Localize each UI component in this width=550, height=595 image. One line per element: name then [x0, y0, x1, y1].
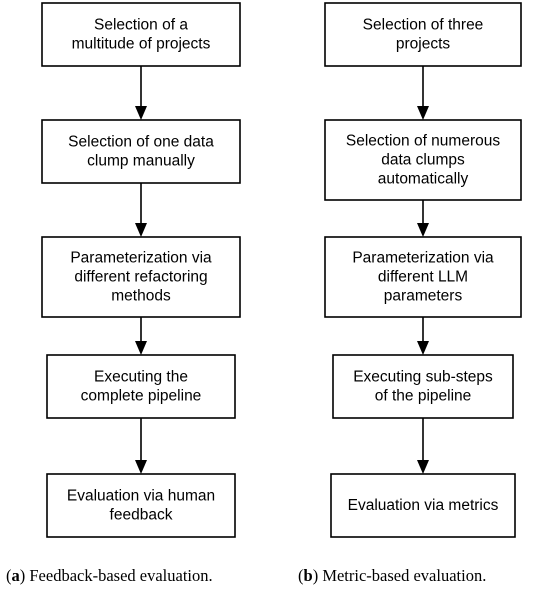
- flow-b-step-2-box: Selection of numerous data clumps automati…: [324, 119, 522, 201]
- step-box-border: [41, 2, 241, 67]
- step-box-border: [332, 354, 514, 419]
- arrow-head: [417, 460, 429, 474]
- step-text-line: Selection of numerous: [346, 133, 500, 150]
- caption-b-text: Metric-based evaluation.: [322, 566, 487, 585]
- step-box-border: [46, 354, 236, 419]
- step-text-line: feedback: [110, 507, 173, 524]
- step-text-line: different refactoring: [74, 269, 207, 286]
- caption-a-text: Feedback-based evaluation.: [29, 566, 213, 585]
- step-text-line: Parameterization via: [70, 250, 212, 267]
- step-box-border: [41, 236, 241, 318]
- arrow-head: [135, 341, 147, 355]
- flow-a-step-5-box: Evaluation via human feedback: [46, 473, 236, 538]
- flow-b-step-4-box: Executing sub-steps of the pipeline: [332, 354, 514, 419]
- arrow-head: [417, 341, 429, 355]
- flow-a-arrow-2: [135, 183, 147, 237]
- step-text-line: automatically: [378, 171, 469, 188]
- caption-a-label: a: [11, 566, 20, 585]
- arrow-head: [135, 223, 147, 237]
- step-text-line: parameters: [384, 288, 463, 305]
- step-text-line: Evaluation via metrics: [348, 497, 499, 514]
- arrow-head: [417, 106, 429, 120]
- flow-b-step-3-box: Parameterization via different LLM paramet…: [324, 236, 522, 318]
- caption-a: (a) Feedback-based evaluation.: [6, 566, 213, 585]
- flow-b-step-1-box: Selection of three projects: [324, 2, 522, 67]
- caption-b-label: b: [303, 566, 313, 585]
- step-box-border: [41, 119, 241, 184]
- step-text-line: Selection of one data: [68, 134, 214, 151]
- flow-a-step-1-box: Selection of a multitude of projects: [41, 2, 241, 67]
- step-text-line: different LLM: [378, 269, 468, 286]
- step-box-border: [46, 473, 236, 538]
- step-text-line: multitude of projects: [72, 36, 211, 53]
- arrow-head: [135, 460, 147, 474]
- step-text-line: methods: [111, 288, 171, 305]
- step-box-border: [324, 2, 522, 67]
- step-text-line: Parameterization via: [352, 250, 494, 267]
- arrow-head: [135, 106, 147, 120]
- flow-b-arrow-2: [417, 200, 429, 237]
- flow-b-arrow-1: [417, 66, 429, 120]
- step-text-line: complete pipeline: [81, 388, 202, 405]
- arrow-head: [417, 223, 429, 237]
- flow-a-step-3-box: Parameterization via different refactorin…: [41, 236, 241, 318]
- step-text-line: Selection of a: [94, 17, 188, 34]
- step-text-line: Executing the: [94, 369, 188, 386]
- step-text-line: projects: [396, 36, 451, 53]
- flow-a-arrow-3: [135, 317, 147, 355]
- flow-b-arrow-4: [417, 418, 429, 474]
- step-text-line: data clumps: [381, 152, 465, 169]
- flow-a-arrow-4: [135, 418, 147, 474]
- step-box-border: [324, 236, 522, 318]
- step-text-line: Executing sub-steps: [353, 369, 493, 386]
- step-box-border: [330, 473, 516, 538]
- caption-b: (b) Metric-based evaluation.: [298, 566, 487, 585]
- step-text-line: Evaluation via human: [67, 488, 215, 505]
- flow-a-arrow-1: [135, 66, 147, 120]
- step-text-line: Selection of three: [363, 17, 484, 34]
- flow-a-step-2-box: Selection of one data clump manually: [41, 119, 241, 184]
- flow-a-step-4-box: Executing the complete pipeline: [46, 354, 236, 419]
- flow-b-arrow-3: [417, 317, 429, 355]
- flow-b-step-5-box: Evaluation via metrics: [330, 473, 516, 538]
- step-text-line: clump manually: [87, 153, 195, 170]
- step-text-line: of the pipeline: [375, 388, 472, 405]
